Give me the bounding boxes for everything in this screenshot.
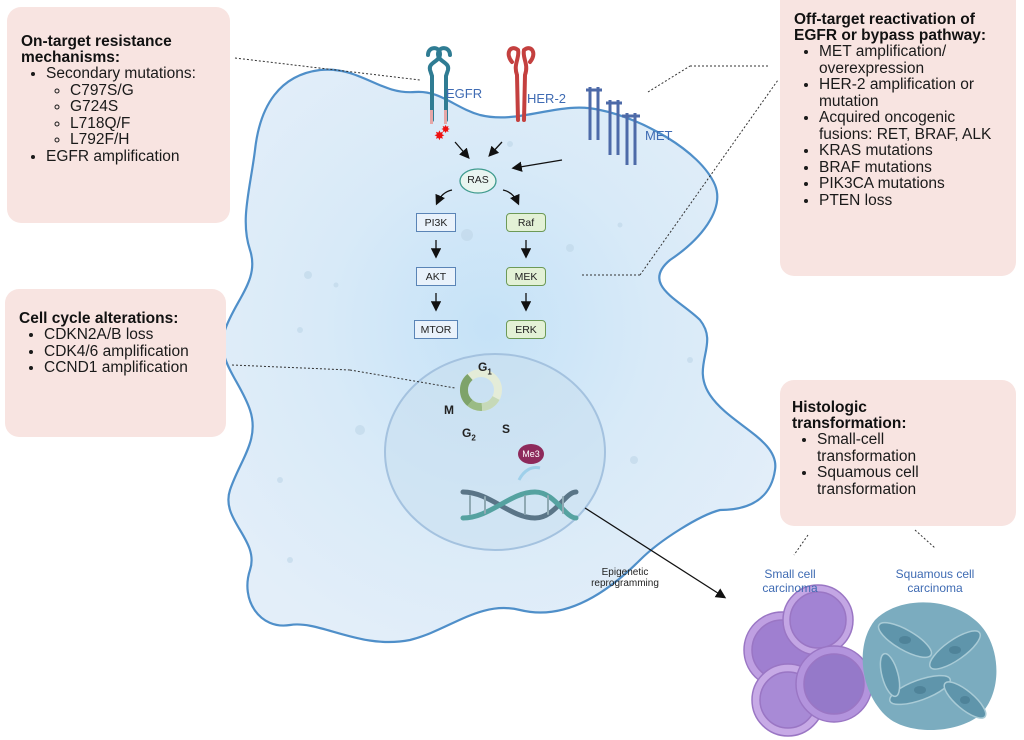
list-item: MET amplification/ overexpression (819, 43, 1004, 77)
on-target-box: On-target resistance mechanisms: Seconda… (7, 7, 230, 223)
list-item: L718Q/F (70, 115, 218, 133)
dna-helix-icon (460, 489, 579, 521)
phase-s-label: S (502, 422, 511, 436)
cell-cycle-title: Cell cycle alterations: (19, 310, 179, 327)
egfr-receptor-icon (426, 46, 452, 124)
methylation-icon (518, 444, 544, 464)
small-cell-line1: Small cell (764, 567, 816, 581)
list-item: Small-cell transformation (817, 431, 937, 465)
phase-g1-label: G1 (478, 360, 492, 376)
leader-lines (231, 57, 936, 556)
nucleus (384, 353, 606, 551)
pi3k-node: PI3K (416, 213, 456, 232)
squamous-cell-carcinoma-icon (862, 602, 997, 730)
raf-node: Raf (506, 213, 546, 232)
phase-g1-sub: 1 (487, 367, 492, 377)
epigenetic-label-line1: Epigenetic (601, 567, 649, 578)
cell-cycle-ring-icon (460, 369, 502, 411)
list-item: Secondary mutations: C797S/G G724S L718Q… (46, 65, 218, 149)
off-target-box: Off-target reactivation of EGFR or bypas… (780, 0, 1016, 276)
cell-cycle-list: CDKN2A/B loss CDK4/6 amplification CCND1… (19, 326, 214, 377)
epigenetic-label: Epigenetic reprogramming (580, 567, 670, 589)
epigenetic-label-line2: reprogramming (591, 578, 659, 589)
histologic-list: Small-cell transformation Squamous cell … (792, 431, 1004, 498)
squamous-cell-carcinoma-label: Squamous cell carcinoma (880, 567, 990, 595)
on-target-title: On-target resistance mechanisms: (21, 33, 172, 66)
signal-arrows (430, 141, 727, 599)
histologic-title: Histologic transformation: (792, 399, 907, 432)
phase-g2-label: G2 (462, 426, 476, 442)
phase-g2-text: G (462, 426, 472, 440)
mek-node: MEK (506, 267, 546, 286)
list-item: CDK4/6 amplification (44, 343, 214, 361)
list-item: EGFR amplification (46, 148, 218, 166)
histone-icon (517, 466, 541, 481)
ras-node (459, 168, 497, 194)
met-receptor-icon (586, 87, 640, 165)
small-cell-carcinoma-label: Small cell carcinoma (745, 567, 835, 595)
erk-node: ERK (506, 320, 546, 339)
phase-g1-text: G (478, 360, 488, 374)
her2-label: HER-2 (527, 91, 567, 106)
histologic-box: Histologic transformation: Small-cell tr… (780, 380, 1016, 526)
list-item: G724S (70, 98, 218, 116)
mutation-sublist: C797S/G G724S L718Q/F L792F/H (46, 82, 218, 149)
list-item: KRAS mutations (819, 142, 1004, 160)
list-item-text: Secondary mutations: (46, 65, 196, 82)
small-cell-line2: carcinoma (762, 581, 818, 595)
squamous-line2: carcinoma (907, 581, 963, 595)
list-item: CCND1 amplification (44, 359, 214, 377)
ras-label: RAS (467, 174, 489, 186)
off-target-list: MET amplification/ overexpression HER-2 … (794, 43, 1004, 210)
list-item: HER-2 amplification or mutation (819, 76, 1004, 110)
her2-receptor-icon (506, 46, 536, 122)
list-item: Squamous cell transformation (817, 464, 947, 498)
egfr-label: EGFR (446, 86, 483, 101)
mtor-node: MTOR (414, 320, 458, 339)
met-label: MET (645, 128, 673, 143)
phase-g2-sub: 2 (471, 433, 476, 443)
off-target-title: Off-target reactivation of EGFR or bypas… (794, 11, 987, 44)
list-item: PIK3CA mutations (819, 175, 1004, 193)
list-item: BRAF mutations (819, 159, 1004, 177)
akt-node: AKT (416, 267, 456, 286)
small-cell-carcinoma-icon (743, 584, 873, 737)
list-item: Acquired oncogenic fusions: RET, BRAF, A… (819, 109, 1004, 143)
list-item: C797S/G (70, 82, 218, 100)
list-item: PTEN loss (819, 192, 1004, 210)
list-item: CDKN2A/B loss (44, 326, 214, 344)
list-item: L792F/H (70, 131, 218, 149)
on-target-list: Secondary mutations: C797S/G G724S L718Q… (21, 65, 218, 166)
squamous-line1: Squamous cell (895, 567, 975, 581)
mutation-star-icon: ✸ (441, 123, 450, 136)
phase-m-label: M (444, 403, 454, 417)
mutation-star-icon: ✸ (434, 129, 445, 144)
vesicles (277, 141, 693, 563)
me3-label: Me3 (522, 449, 540, 459)
cell-cycle-box: Cell cycle alterations: CDKN2A/B loss CD… (5, 289, 226, 437)
